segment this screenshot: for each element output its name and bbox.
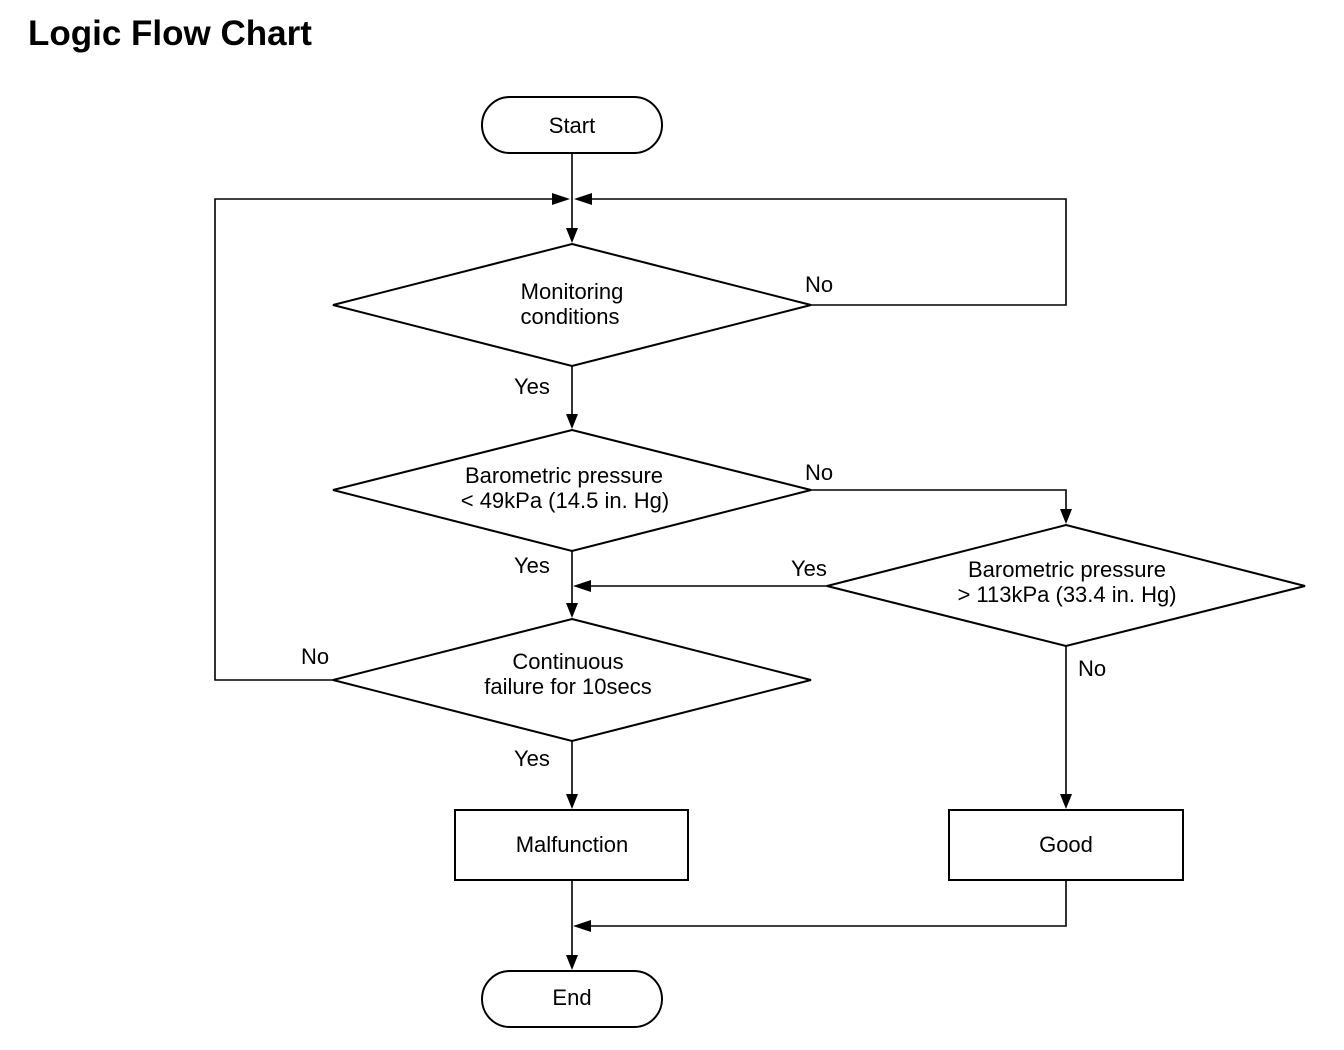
good-label: Good — [1039, 832, 1093, 857]
arrow-into-monitoring — [566, 228, 578, 243]
label-continuous-no: No — [301, 644, 329, 669]
label-baro-low-yes: Yes — [514, 553, 550, 578]
arrow-good-join — [573, 920, 591, 932]
label-monitoring-no: No — [805, 272, 833, 297]
arrow-into-baro-high — [1060, 509, 1072, 524]
arrow-into-end — [566, 955, 578, 970]
arrow-baro-high-yes — [573, 580, 591, 592]
baro-low-label-line1: Barometric pressure — [465, 463, 663, 488]
arrow-into-baro-low — [566, 414, 578, 429]
page-title: Logic Flow Chart — [28, 14, 312, 53]
edge-baro-low-no — [811, 489, 1067, 512]
label-baro-low-no: No — [805, 460, 833, 485]
malfunction-label: Malfunction — [516, 832, 629, 857]
baro-low-decision: Barometric pressure < 49kPa (14.5 in. Hg… — [332, 428, 812, 553]
label-monitoring-yes: Yes — [514, 374, 550, 399]
end-label: End — [552, 985, 591, 1010]
monitoring-conditions-decision: Monitoring conditions — [332, 242, 812, 368]
label-baro-high-no: No — [1078, 656, 1106, 681]
edge-good-to-end — [588, 880, 1067, 927]
edge-continuous-no-loop — [214, 198, 556, 681]
arrow-monitoring-no-return — [574, 193, 592, 205]
baro-low-label-line2: < 49kPa (14.5 in. Hg) — [461, 488, 670, 513]
baro-high-label-line2: > 113kPa (33.4 in. Hg) — [957, 582, 1176, 607]
malfunction-box: Malfunction — [454, 809, 689, 881]
continuous-label-line2: failure for 10secs — [484, 674, 652, 699]
baro-high-decision: Barometric pressure > 113kPa (33.4 in. H… — [826, 523, 1306, 648]
flow-edges — [214, 153, 1072, 970]
baro-high-label-line1: Barometric pressure — [968, 557, 1166, 582]
edge-labels: No Yes No Yes Yes No No Yes — [301, 272, 1106, 771]
label-baro-high-yes: Yes — [791, 556, 827, 581]
label-continuous-yes: Yes — [514, 746, 550, 771]
end-node: End — [481, 970, 663, 1028]
arrow-into-continuous — [566, 603, 578, 618]
arrow-continuous-no-return — [552, 193, 570, 205]
monitoring-label-line1: Monitoring — [521, 279, 624, 304]
arrow-into-good — [1060, 794, 1072, 809]
monitoring-label-line2: conditions — [520, 304, 619, 329]
continuous-failure-decision: Continuous failure for 10secs — [332, 617, 812, 743]
start-label: Start — [549, 113, 595, 138]
start-node: Start — [481, 96, 663, 154]
good-box: Good — [948, 809, 1184, 881]
arrow-into-malfunction — [566, 794, 578, 809]
edge-monitoring-no-loop — [588, 198, 1067, 306]
continuous-label-line1: Continuous — [512, 649, 623, 674]
